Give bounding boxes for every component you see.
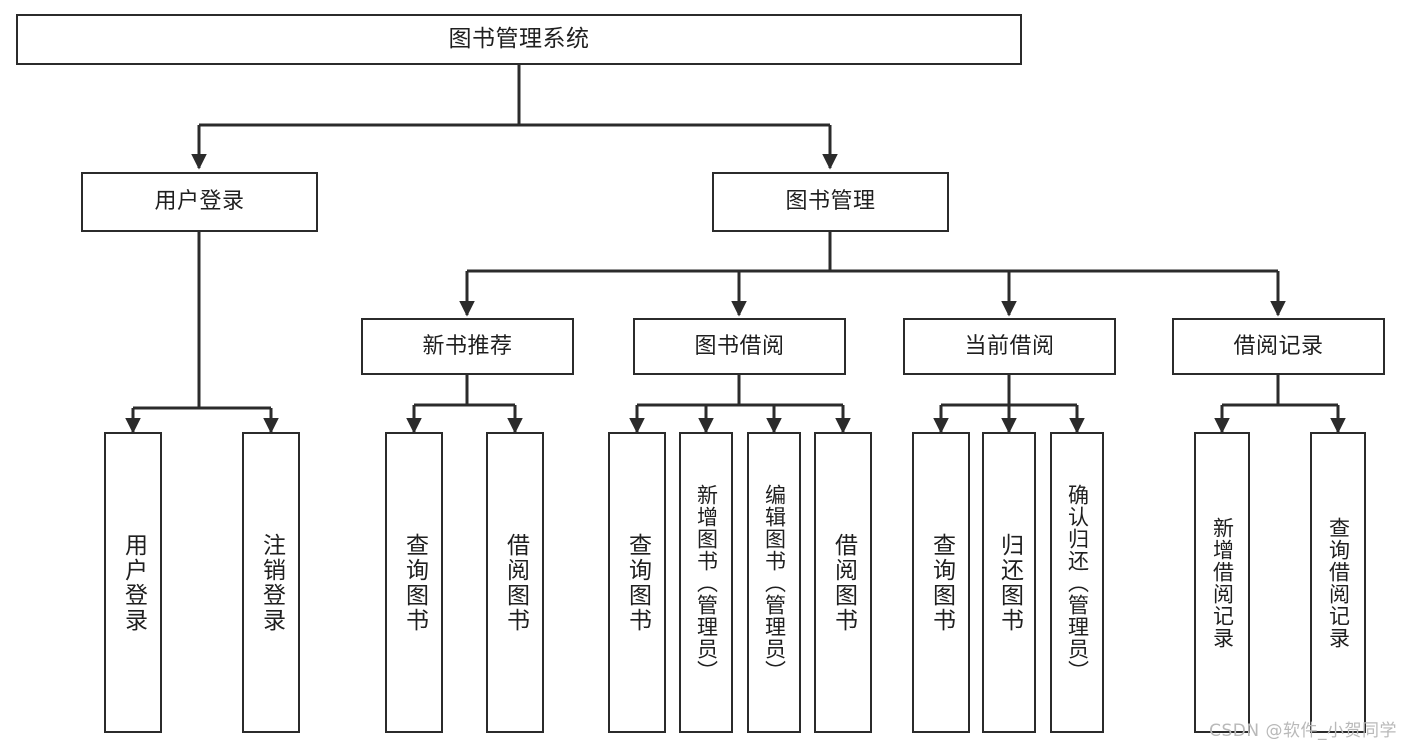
leaf-user-login-user-login[interactable]: 用户登录 xyxy=(104,432,162,733)
leaf-user-login-logout[interactable]: 注销登录 xyxy=(242,432,300,733)
node-book-management[interactable]: 图书管理 xyxy=(712,172,949,232)
node-label: 借阅图书 xyxy=(830,532,857,633)
leaf-current-borrow-return-book[interactable]: 归还图书 xyxy=(982,432,1036,733)
node-label: 图书管理 xyxy=(785,189,876,215)
node-borrow-record[interactable]: 借阅记录 xyxy=(1172,318,1385,375)
leaf-current-borrow-query-book[interactable]: 查询图书 xyxy=(912,432,970,733)
node-label: 查询图书 xyxy=(624,532,651,633)
leaf-book-borrow-borrow-book[interactable]: 借阅图书 xyxy=(814,432,872,733)
node-label: 图书管理系统 xyxy=(448,26,590,53)
node-label: 新增借阅记录 xyxy=(1210,516,1235,649)
node-label: 注销登录 xyxy=(258,532,285,633)
leaf-borrow-record-add-record[interactable]: 新增借阅记录 xyxy=(1194,432,1250,733)
node-label: 查询图书 xyxy=(928,532,955,633)
node-new-book-recommend[interactable]: 新书推荐 xyxy=(361,318,574,375)
node-book-borrow[interactable]: 图书借阅 xyxy=(633,318,846,375)
node-user-login[interactable]: 用户登录 xyxy=(81,172,318,232)
leaf-borrow-record-query-record[interactable]: 查询借阅记录 xyxy=(1310,432,1366,733)
leaf-book-borrow-query-book[interactable]: 查询图书 xyxy=(608,432,666,733)
node-label: 当前借阅 xyxy=(964,333,1055,359)
node-label: 用户登录 xyxy=(120,532,147,633)
node-label: 新书推荐 xyxy=(422,333,513,359)
leaf-new-book-borrow-book[interactable]: 借阅图书 xyxy=(486,432,544,733)
node-label: 归还图书 xyxy=(996,532,1023,633)
leaf-current-borrow-confirm-return-admin[interactable]: 确认归还（管理员） xyxy=(1050,432,1104,733)
leaf-book-borrow-edit-book-admin[interactable]: 编辑图书（管理员） xyxy=(747,432,801,733)
node-label: 借阅记录 xyxy=(1233,333,1324,359)
node-label: 图书借阅 xyxy=(694,333,785,359)
node-label: 查询图书 xyxy=(401,532,428,633)
node-root-book-management-system[interactable]: 图书管理系统 xyxy=(16,14,1022,65)
node-label: 借阅图书 xyxy=(502,532,529,633)
node-label: 编辑图书（管理员） xyxy=(762,483,787,682)
node-label: 用户登录 xyxy=(154,189,245,215)
node-label: 新增图书（管理员） xyxy=(694,483,719,682)
leaf-book-borrow-add-book-admin[interactable]: 新增图书（管理员） xyxy=(679,432,733,733)
node-label: 确认归还（管理员） xyxy=(1065,483,1090,682)
node-label: 查询借阅记录 xyxy=(1326,516,1351,649)
node-current-borrow[interactable]: 当前借阅 xyxy=(903,318,1116,375)
leaf-new-book-query-book[interactable]: 查询图书 xyxy=(385,432,443,733)
